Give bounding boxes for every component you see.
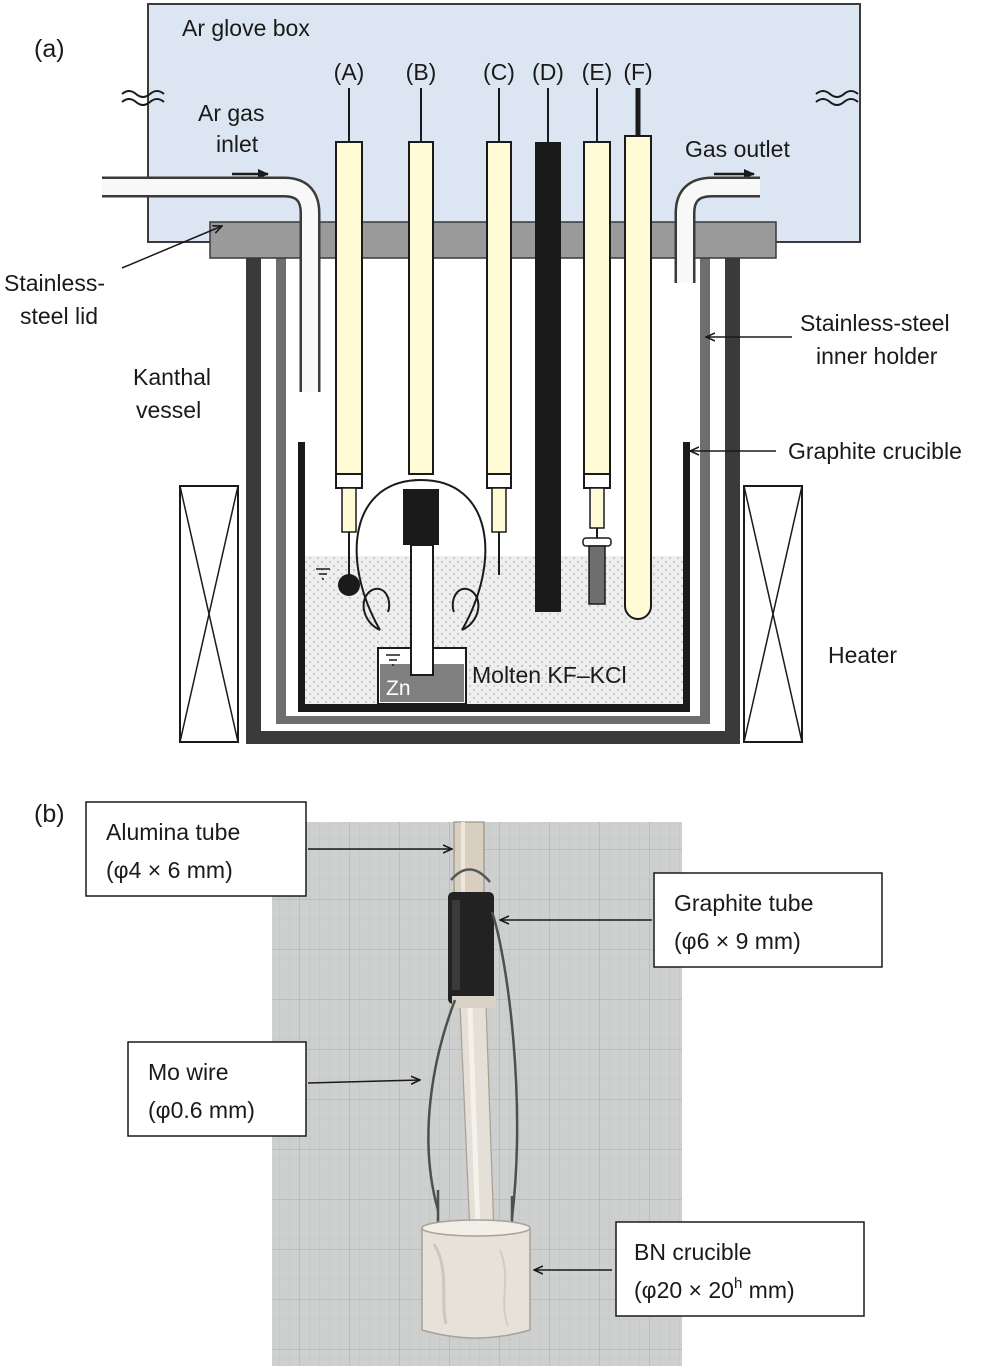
alumina-tube-line2: (φ4 × 6 mm) — [106, 857, 233, 883]
electrode-c-label: (C) — [483, 59, 515, 85]
alumina-tube-callout: Alumina tube (φ4 × 6 mm) — [85, 801, 307, 897]
mo-wire-line1: Mo wire — [148, 1059, 229, 1085]
electrode-d-label: (D) — [532, 59, 564, 85]
panel-a-label: (a) — [34, 35, 65, 63]
graphite-tube-callout: Graphite tube (φ6 × 9 mm) — [653, 872, 883, 968]
electrode-b-label: (B) — [406, 59, 437, 85]
ar-gas-inlet-line2: inlet — [216, 131, 259, 157]
electrode-e-label: (E) — [582, 59, 613, 85]
bn-crucible-callout: BN crucible (φ20 × 20h mm) — [615, 1221, 865, 1317]
break-mark-right — [815, 90, 859, 106]
gas-outlet-tube — [677, 179, 760, 283]
graphite-tube-line1: Graphite tube — [674, 890, 813, 916]
kanthal-line1: Kanthal — [133, 364, 211, 390]
heater-right — [743, 485, 803, 743]
bn-crucible-line1: BN crucible — [634, 1239, 752, 1265]
alumina-tube-line1: Alumina tube — [106, 819, 240, 845]
bn-crucible-unit: mm) — [742, 1277, 794, 1303]
mo-wire-leader — [307, 1080, 420, 1083]
heater-left — [179, 485, 239, 743]
photo — [272, 821, 682, 1366]
graphite-crucible-label: Graphite crucible — [788, 438, 962, 464]
electrode-f — [624, 88, 652, 620]
stainless-lid-line2: steel lid — [20, 303, 98, 329]
inner-holder-line2: inner holder — [816, 343, 938, 369]
lid-leader — [121, 226, 222, 269]
gas-inlet-tube — [102, 179, 318, 392]
kanthal-line2: vessel — [136, 397, 201, 423]
heater-label: Heater — [828, 642, 897, 668]
break-mark-left — [121, 90, 165, 106]
inner-holder-line1: Stainless-steel — [800, 310, 950, 336]
ar-gas-inlet-line1: Ar gas — [198, 100, 264, 126]
electrode-e — [582, 88, 612, 605]
molten-salt-label: Molten KF–KCl — [472, 662, 627, 688]
zn-label: Zn — [386, 677, 411, 700]
electrode-a-label: (A) — [334, 59, 365, 85]
bn-crucible-height-mark: h — [734, 1275, 742, 1292]
mo-wire-line2: (φ0.6 mm) — [148, 1097, 255, 1123]
panel-b-label: (b) — [34, 800, 65, 828]
stainless-lid-line1: Stainless- — [4, 270, 105, 296]
graphite-tube-line2: (φ6 × 9 mm) — [674, 928, 801, 954]
mo-wire-callout: Mo wire (φ0.6 mm) — [127, 1041, 307, 1137]
electrode-c — [486, 88, 512, 575]
electrode-b — [355, 88, 487, 705]
glove-box-label: Ar glove box — [182, 15, 310, 41]
electrode-f-label: (F) — [623, 59, 652, 85]
electrode-d — [535, 88, 561, 612]
bn-crucible-dim: (φ20 × 20 — [634, 1277, 734, 1303]
molten-salt — [305, 556, 683, 706]
bn-crucible-line2: (φ20 × 20h mm) — [634, 1275, 795, 1303]
gas-outlet-label: Gas outlet — [685, 136, 790, 162]
electrode-a — [316, 88, 363, 596]
